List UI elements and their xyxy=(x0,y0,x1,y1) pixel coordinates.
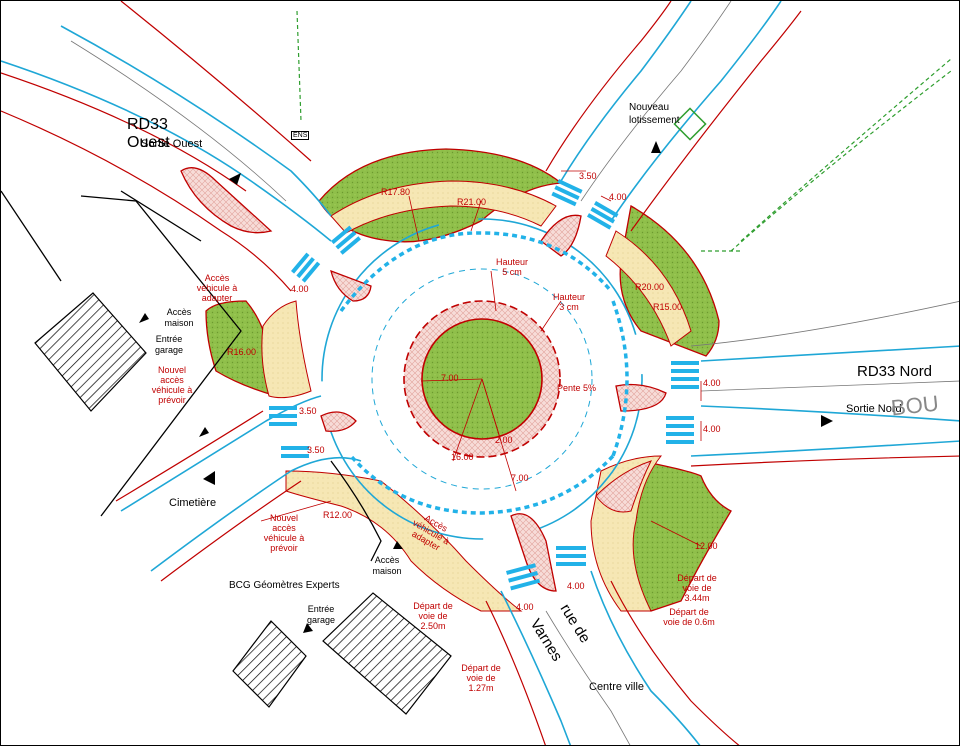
dim-400-a: 4.00 xyxy=(609,192,627,202)
property-lines xyxy=(1,190,382,562)
nouveau-lotissement-label: Nouveau lotissement xyxy=(629,102,680,126)
dim-400-f: 4.00 xyxy=(516,602,534,612)
dim-1200: 12.00 xyxy=(695,541,718,551)
dim-350-c: 3.50 xyxy=(307,445,325,455)
dim-350-a: 3.50 xyxy=(579,171,597,181)
acces-maison-label-2: Accès maison xyxy=(372,555,402,576)
direction-arrows xyxy=(139,141,833,633)
pente-label: Pente 5% xyxy=(557,383,597,393)
pedestrian-crossings xyxy=(269,179,699,591)
dim-700-b: 7.00 xyxy=(511,473,529,483)
company-label: BCG Géomètres Experts xyxy=(229,580,340,591)
dim-200: 2.00 xyxy=(495,435,513,445)
splitter-islands xyxy=(180,167,667,592)
dimension-lines xyxy=(260,170,702,547)
nouvel-acces-label-2: Nouvel accès véhicule à prévoir xyxy=(263,513,305,553)
depart-voie-label-1: Départ de voie de 2.50m xyxy=(413,601,453,631)
centre-ville-label: Centre ville xyxy=(589,681,645,693)
entree-garage-label-2: Entrée garage xyxy=(306,604,336,625)
dim-r16: R16.00 xyxy=(227,347,257,357)
dim-r20: R20.00 xyxy=(635,282,665,292)
dim-16: 16.00 xyxy=(451,452,474,462)
green-boundaries xyxy=(296,10,952,252)
dim-r17-80: R17.80 xyxy=(381,187,411,197)
road-label-ouest: Ouest xyxy=(127,134,170,151)
dim-r21: R21.00 xyxy=(457,197,487,207)
central-island xyxy=(403,300,561,492)
dim-r12: R12.00 xyxy=(323,510,353,520)
hauteur-label-1: Hauteur 5 cm xyxy=(495,257,529,277)
ens-marker: ENS xyxy=(291,131,310,140)
road-label-rd33-nord: RD33 Nord xyxy=(857,363,933,380)
depart-voie-label-4: Départ de voie de 0.6m xyxy=(663,607,715,627)
road-label-rd33-ouest: RD33 xyxy=(127,116,168,133)
cimetiere-label: Cimetière xyxy=(169,497,217,509)
shoulder-bands xyxy=(261,180,692,612)
road-label-bou: BOU xyxy=(889,390,940,421)
sortie-nord-label: Sortie Nord xyxy=(846,403,902,415)
dim-400-d: 4.00 xyxy=(703,424,721,434)
dim-350-b: 3.50 xyxy=(299,406,317,416)
hauteur-label-2: Hauteur 3 cm xyxy=(552,292,586,312)
buildings xyxy=(34,292,452,715)
dim-700-a: 7.00 xyxy=(441,373,459,383)
dim-400-e: 4.00 xyxy=(567,581,585,591)
acces-vehicule-adapter-label-1: Accès véhicule à adapter xyxy=(196,273,238,303)
entree-garage-label-1: Entrée garage xyxy=(154,334,184,355)
sortie-ouest-label: Sortie Ouest xyxy=(141,138,203,150)
depart-voie-label-3: Départ de voie de 3.44m xyxy=(677,573,717,603)
acces-maison-label-1: Accès maison xyxy=(164,307,194,328)
dim-r15: R15.00 xyxy=(653,302,683,312)
dim-400-c: 4.00 xyxy=(703,378,721,388)
depart-voie-label-2: Départ de voie de 1.27m xyxy=(461,663,501,693)
nouvel-acces-label-1: Nouvel accès véhicule à prévoir xyxy=(151,365,193,405)
dim-400-b: 4.00 xyxy=(291,284,309,294)
